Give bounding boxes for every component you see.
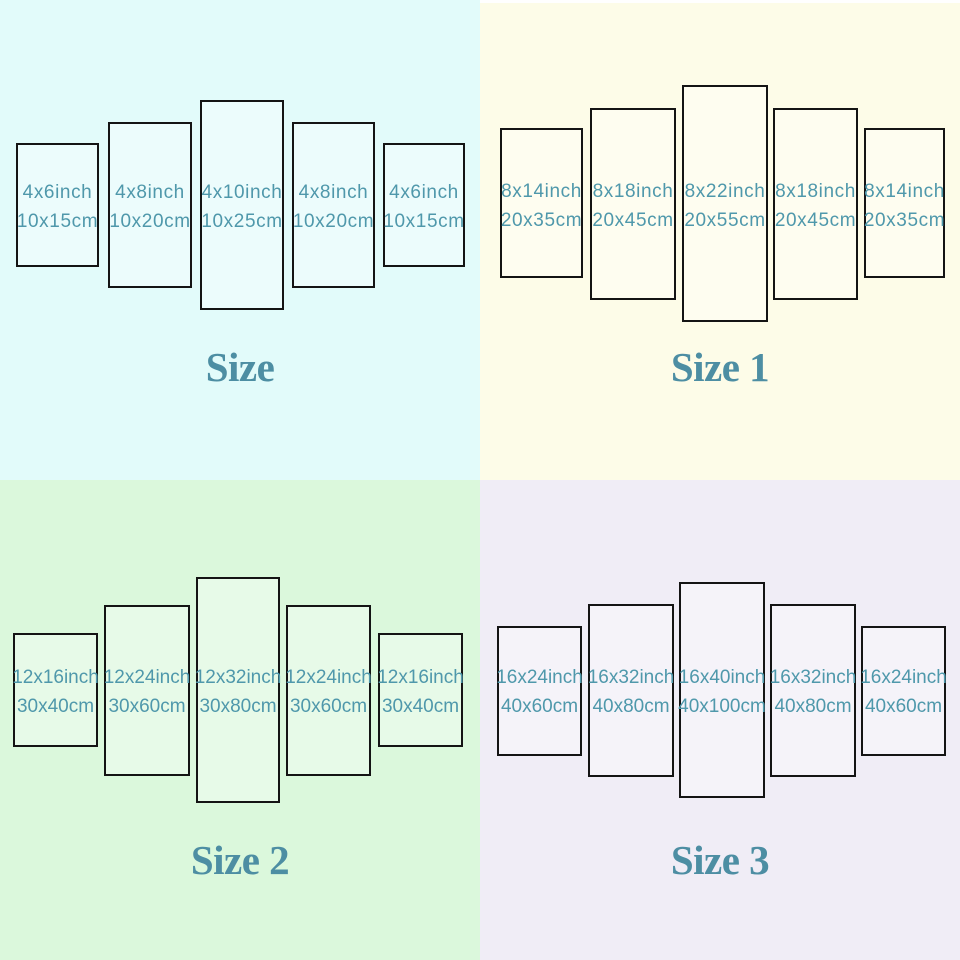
- panel-size-cm: 40x80cm: [592, 696, 670, 717]
- canvas-panel-1: 8x14inch 20x35cm: [500, 128, 583, 278]
- panel-size-label: 4x6inch 10x15cm: [383, 178, 464, 236]
- quadrant-size-2: 12x16inch 30x40cm 12x24inch 30x60cm 12x3…: [0, 480, 480, 960]
- panel-size-label: 16x24inch 40x60cm: [496, 663, 583, 721]
- panel-size-cm: 20x45cm: [774, 210, 857, 231]
- quadrant-size-3: 16x24inch 40x60cm 16x32inch 40x80cm 16x4…: [480, 480, 960, 960]
- panel-size-cm: 40x60cm: [500, 696, 579, 717]
- panel-size-cm: 30x40cm: [16, 696, 95, 717]
- panel-size-inch: 4x8inch: [298, 182, 369, 203]
- panel-size-inch: 8x22inch: [684, 181, 766, 202]
- panel-size-inch: 12x24inch: [285, 667, 372, 688]
- panel-size-label: 8x18inch 20x45cm: [775, 177, 856, 235]
- canvas-panel-4: 16x32inch 40x80cm: [770, 604, 856, 777]
- panel-size-inch: 4x6inch: [22, 182, 93, 203]
- canvas-panel-3: 4x10inch 10x25cm: [200, 100, 284, 310]
- panel-size-inch: 8x18inch: [592, 181, 674, 202]
- panel-size-inch: 4x8inch: [115, 182, 185, 203]
- panel-size-cm: 30x80cm: [199, 696, 277, 717]
- panel-size-label: 8x18inch 20x45cm: [592, 177, 673, 235]
- panel-size-inch: 16x24inch: [860, 667, 947, 688]
- panel-size-cm: 10x15cm: [16, 211, 99, 232]
- canvas-panel-5: 12x16inch 30x40cm: [377, 633, 464, 747]
- panel-size-label: 4x6inch 10x15cm: [17, 178, 98, 236]
- panel-size-cm: 10x20cm: [109, 211, 191, 232]
- canvas-panel-4: 12x24inch 30x60cm: [285, 605, 372, 776]
- panel-size-cm: 40x60cm: [864, 696, 943, 717]
- panel-size-label: 16x32inch 40x80cm: [588, 663, 675, 721]
- panel-size-label: 12x24inch 30x60cm: [285, 663, 372, 721]
- panel-size-inch: 16x40inch: [678, 667, 766, 688]
- canvas-panel-4: 4x8inch 10x20cm: [292, 122, 375, 288]
- canvas-panel-2: 16x32inch 40x80cm: [588, 604, 674, 777]
- panel-size-inch: 8x14inch: [864, 181, 945, 202]
- panel-size-inch: 4x6inch: [389, 182, 459, 203]
- canvas-panel-5: 8x14inch 20x35cm: [864, 128, 945, 278]
- panel-size-inch: 16x24inch: [496, 667, 583, 688]
- quadrant-title: Size: [205, 344, 275, 390]
- panel-size-label: 4x8inch 10x20cm: [109, 178, 190, 236]
- quadrant-size: 4x6inch 10x15cm 4x8inch 10x20cm 4x10inch…: [0, 0, 480, 480]
- panel-size-label: 8x22inch 20x55cm: [684, 177, 765, 235]
- panel-size-inch: 8x18inch: [775, 181, 856, 202]
- panel-size-cm: 20x45cm: [592, 210, 674, 231]
- quadrant-title: Size 1: [670, 344, 770, 390]
- canvas-panel-2: 8x18inch 20x45cm: [590, 108, 676, 300]
- panel-size-label: 16x24inch 40x60cm: [860, 663, 947, 721]
- panel-size-label: 16x40inch 40x100cm: [678, 663, 766, 721]
- canvas-panel-1: 12x16inch 30x40cm: [12, 633, 99, 747]
- canvas-panel-1: 4x6inch 10x15cm: [16, 143, 99, 267]
- panel-size-cm: 20x55cm: [684, 210, 766, 231]
- panel-size-inch: 16x32inch: [769, 667, 857, 688]
- panel-size-inch: 16x32inch: [587, 667, 675, 688]
- canvas-panel-4: 8x18inch 20x45cm: [773, 108, 858, 300]
- panel-size-label: 12x24inch 30x60cm: [104, 663, 191, 721]
- panel-size-label: 4x10inch 10x25cm: [201, 178, 282, 236]
- canvas-panel-3: 12x32inch 30x80cm: [195, 577, 282, 803]
- panel-size-label: 8x14inch 20x35cm: [501, 177, 582, 235]
- panel-size-cm: 20x35cm: [863, 210, 946, 231]
- panel-size-cm: 20x35cm: [500, 210, 583, 231]
- panel-size-cm: 30x60cm: [108, 696, 186, 717]
- panel-size-label: 12x32inch 30x80cm: [195, 663, 282, 721]
- canvas-panel-3: 8x22inch 20x55cm: [682, 85, 768, 322]
- panel-size-inch: 4x10inch: [201, 182, 283, 203]
- panel-size-inch: 8x14inch: [501, 181, 582, 202]
- panel-size-cm: 10x20cm: [292, 211, 375, 232]
- quadrant-title: Size 2: [190, 837, 290, 883]
- panel-size-label: 4x8inch 10x20cm: [293, 178, 374, 236]
- panel-size-cm: 10x25cm: [201, 211, 283, 232]
- panel-size-label: 16x32inch 40x80cm: [770, 663, 857, 721]
- top-edge-artifact: [480, 0, 960, 3]
- panel-size-inch: 12x16inch: [377, 667, 464, 688]
- panel-size-label: 12x16inch 30x40cm: [377, 663, 464, 721]
- panel-size-cm: 40x100cm: [678, 696, 766, 717]
- panel-size-cm: 10x15cm: [383, 211, 465, 232]
- panel-size-label: 12x16inch 30x40cm: [12, 663, 99, 721]
- panel-size-inch: 12x16inch: [12, 667, 99, 688]
- panel-size-cm: 40x80cm: [774, 696, 852, 717]
- panel-size-inch: 12x24inch: [103, 667, 191, 688]
- canvas-panel-2: 12x24inch 30x60cm: [104, 605, 190, 776]
- panel-size-inch: 12x32inch: [194, 667, 282, 688]
- canvas-panel-5: 4x6inch 10x15cm: [383, 143, 465, 267]
- panel-size-cm: 30x60cm: [289, 696, 368, 717]
- canvas-panel-1: 16x24inch 40x60cm: [496, 626, 583, 756]
- canvas-panel-5: 16x24inch 40x60cm: [860, 626, 947, 756]
- quadrant-size-1: 8x14inch 20x35cm 8x18inch 20x45cm 8x22in…: [480, 0, 960, 480]
- canvas-panel-2: 4x8inch 10x20cm: [108, 122, 192, 288]
- panel-size-cm: 30x40cm: [381, 696, 460, 717]
- canvas-panel-3: 16x40inch 40x100cm: [678, 582, 766, 798]
- quadrant-title: Size 3: [670, 837, 770, 883]
- panel-size-label: 8x14inch 20x35cm: [864, 177, 945, 235]
